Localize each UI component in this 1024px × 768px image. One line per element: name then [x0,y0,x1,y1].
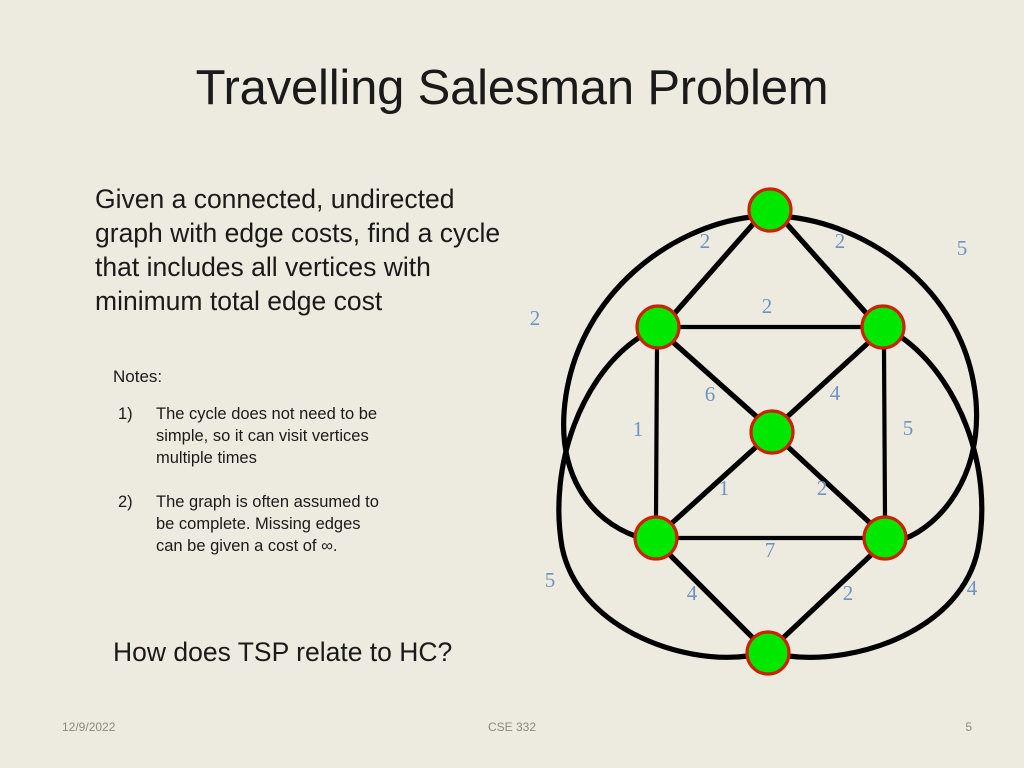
edge-weight-upperleft-lowerleft: 1 [633,417,644,441]
note-number-1: 1) [118,405,133,423]
note-1-line-3: multiple times [156,448,257,467]
edge-weight-upperright-bottom: 4 [967,576,978,600]
edge-top-upperright [783,220,870,317]
edge-weight-center-lowerright: 2 [817,476,828,500]
edge-center-lowerright [785,444,873,526]
lead-line-3: that includes all vertices with [95,251,431,282]
edge-lowerright-bottom [780,552,874,641]
edge-weight-upperleft-center: 6 [705,382,716,406]
note-1-line-2: simple, so it can visit vertices [156,426,369,445]
body-text-column: Given a connected, undirected graph with… [95,183,595,319]
edge-weight-upperleft-bottom: 5 [545,568,556,592]
lead-line-4: minimum total edge cost [95,285,383,316]
footer-date: 12/9/2022 [62,720,116,734]
edge-weight-center-lowerleft: 1 [719,476,730,500]
edge-weight-lowerleft-bottom: 4 [687,581,698,605]
edge-weight-upperleft-upperright: 2 [762,294,773,318]
graph-node-upper-right[interactable] [860,304,906,350]
graph-edge-labels: 2 2 2 6 4 1 5 1 2 7 4 2 2 5 5 4 [530,229,978,605]
footer-page-number: 5 [965,720,972,734]
graph-node-top[interactable] [747,187,793,233]
graph-svg: 2 2 2 6 4 1 5 1 2 7 4 2 2 5 5 4 [530,187,985,676]
edge-weight-upperright-lowerright: 5 [903,416,914,440]
graph-node-upper-left[interactable] [635,304,681,350]
edge-upperright-lowerright [881,345,888,520]
note-1-line-1: The cycle does not need to be [156,405,378,423]
edge-upperright-bottom [785,334,985,660]
note-body-1: The cycle does not need to be simple, so… [156,404,478,469]
edge-weight-lowerleft-lowerright: 7 [765,538,776,562]
note-item-1: 1) The cycle does not need to be simple,… [118,404,478,469]
edge-upperleft-lowerleft [653,345,660,520]
graph-node-lower-right[interactable] [862,515,908,561]
edge-weight-lowerright-bottom: 2 [843,581,854,605]
note-2-line-3: can be given a cost of ∞. [156,536,338,555]
note-2-line-2: be complete. Missing edges [156,514,361,533]
graph-nodes [633,187,908,676]
graph-node-bottom[interactable] [745,630,791,676]
graph-diagram: 2 2 2 6 4 1 5 1 2 7 4 2 2 5 5 4 [520,165,1024,695]
note-body-2: The graph is often assumed to be complet… [156,492,478,557]
note-number-2: 2) [118,493,133,511]
edge-top-lowerright [787,214,980,542]
edge-upperleft-bottom [556,334,751,660]
note-2-line-1: The graph is often assumed to [156,493,379,511]
edge-top-lowerleft [561,214,754,540]
edge-weight-top-lowerleft: 2 [530,306,541,330]
edge-top-upperleft [671,220,757,317]
lead-line-2: graph with edge costs, find a cycle [95,217,501,248]
lead-paragraph: Given a connected, undirected graph with… [95,183,595,319]
edge-upperleft-center [671,340,760,420]
edge-upperright-center [784,340,871,420]
edge-weight-top-upperleft: 2 [700,229,711,253]
notes-label: Notes: [113,367,163,386]
lead-line-1: Given a connected, undirected [95,184,455,214]
edge-weight-top-upperright: 2 [835,229,846,253]
graph-edges [556,214,985,660]
note-item-2: 2) The graph is often assumed to be comp… [118,492,478,557]
page-title: Travelling Salesman Problem [195,61,829,115]
edge-lowerleft-bottom [667,552,756,641]
edge-center-lowerleft [669,444,759,526]
graph-node-lower-left[interactable] [633,515,679,561]
graph-node-center[interactable] [749,409,795,455]
footer-course: CSE 332 [487,720,537,734]
edge-weight-upperright-center: 4 [830,381,841,405]
closing-question: How does TSP relate to HC? [113,637,453,667]
edge-weight-top-lowerright: 5 [957,236,968,260]
slide-footer: 12/9/2022 CSE 332 5 [0,720,1024,740]
